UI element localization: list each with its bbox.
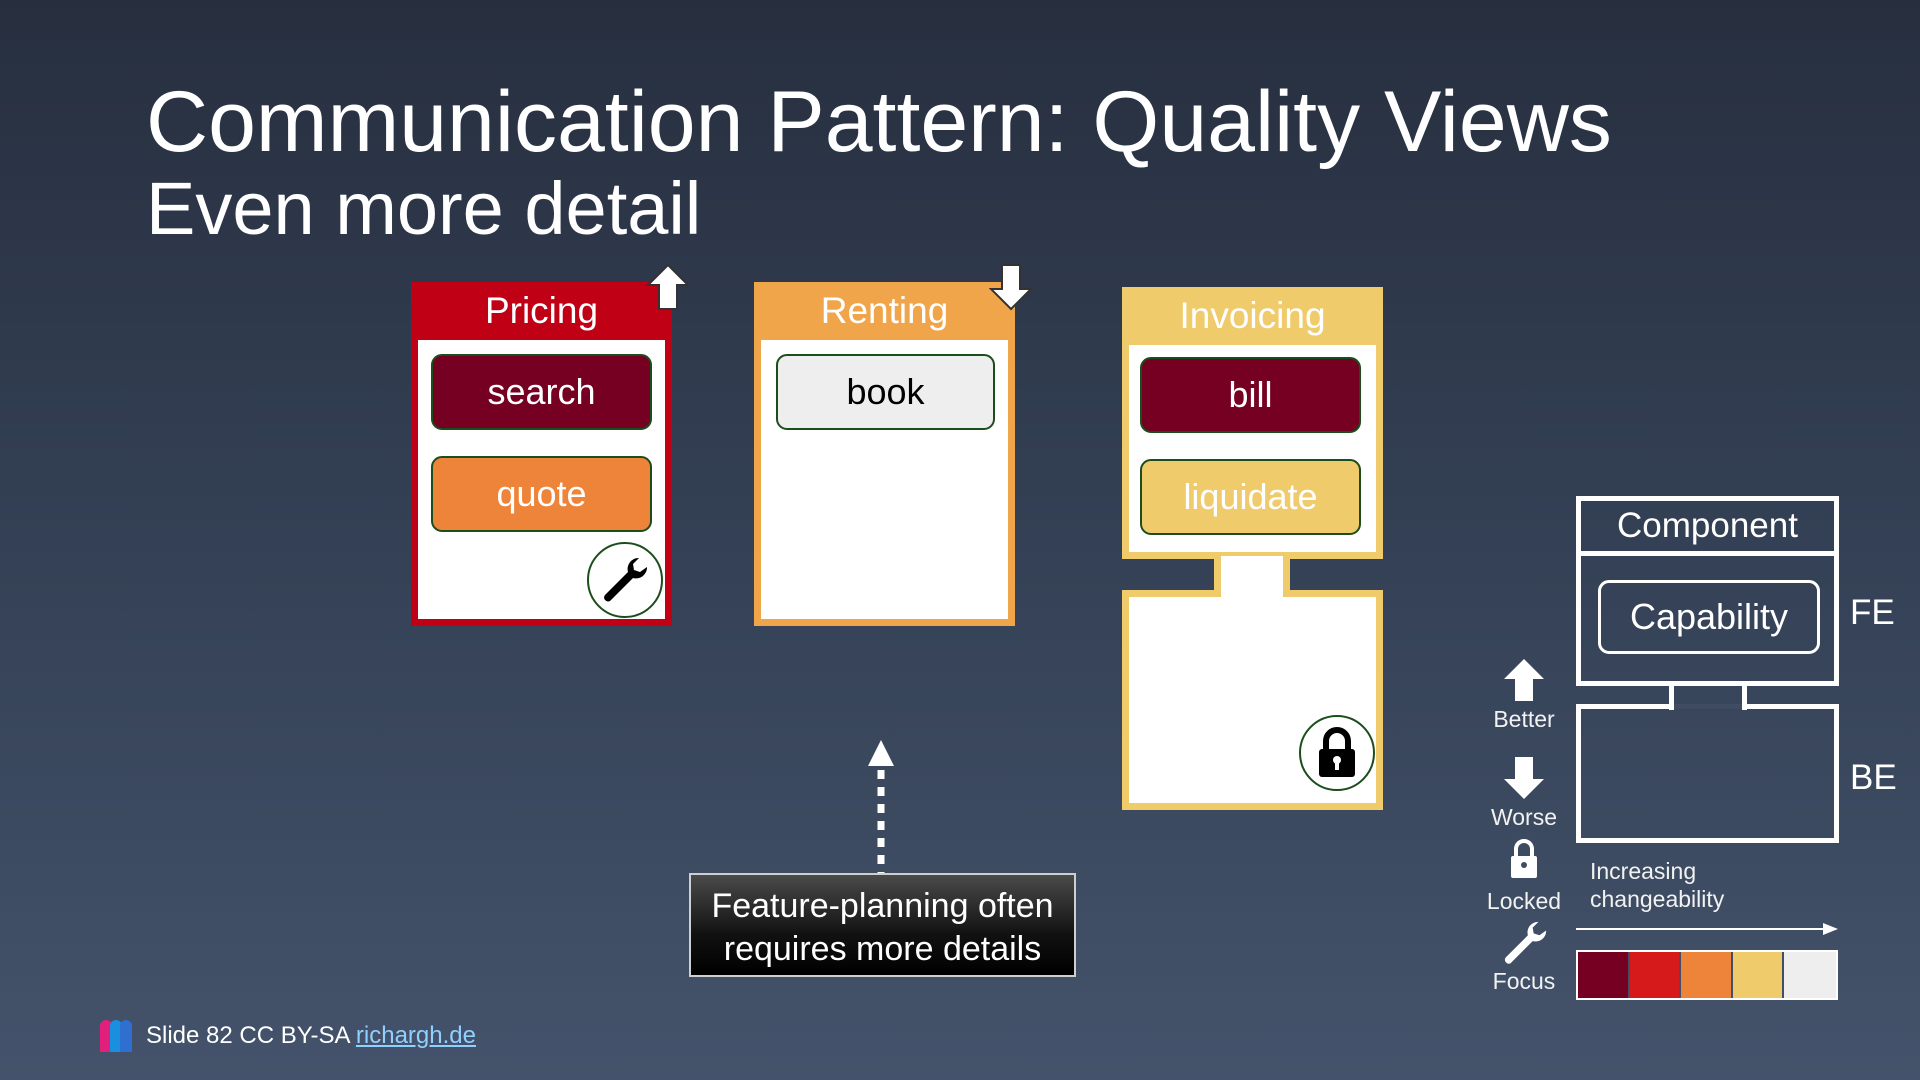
invoicing-connector [1214, 556, 1290, 596]
legend-component-label: Component [1581, 501, 1834, 556]
legend-connector [1669, 684, 1747, 710]
legend-wrench-icon [1500, 918, 1550, 973]
legend-worse-icon [1502, 755, 1546, 806]
legend-backend-gap [1674, 704, 1742, 709]
slide-title: Communication Pattern: Quality Views [146, 74, 1612, 170]
legend-better-label: Better [1493, 706, 1555, 732]
component-pricing: Pricing search quote [411, 282, 672, 626]
legend-lock-icon [1508, 838, 1540, 885]
capability-quote: quote [431, 456, 652, 532]
be-label: BE [1850, 758, 1897, 797]
scale-swatch [1784, 952, 1836, 998]
scale-swatch [1629, 952, 1680, 998]
lock-icon [1299, 715, 1375, 791]
callout-text: Feature-planning often requires more det… [711, 887, 1054, 968]
component-renting-name: Renting [820, 290, 949, 331]
footer: Slide 82 CC BY-SA richargh.de [146, 1022, 476, 1050]
wrench-icon [587, 542, 663, 618]
scale-swatch [1732, 952, 1783, 998]
component-invoicing-backend [1122, 590, 1383, 810]
legend-component: Component Capability [1576, 496, 1839, 686]
component-renting: Renting book [754, 282, 1015, 626]
capability-book: book [776, 354, 995, 430]
callout-box: Feature-planning often requires more det… [689, 873, 1076, 977]
component-pricing-name: Pricing [484, 290, 599, 331]
legend-capability: Capability [1598, 580, 1820, 654]
better-arrow-icon [645, 263, 691, 316]
legend-better-icon [1502, 657, 1546, 708]
capability-search: search [431, 354, 652, 430]
scale-swatch [1681, 952, 1731, 998]
legend-scale-label: Increasing changeability [1590, 858, 1725, 912]
legend-worse-label: Worse [1490, 804, 1558, 830]
dotted-arrow [866, 738, 896, 879]
legend-scale-arrow [1576, 920, 1838, 943]
fe-label: FE [1850, 593, 1895, 632]
worse-arrow-icon [988, 263, 1034, 316]
footer-link[interactable]: richargh.de [355, 1022, 476, 1049]
legend-locked-label: Locked [1486, 888, 1562, 914]
slide-subtitle: Even more detail [146, 167, 702, 250]
legend-color-scale [1576, 950, 1838, 1000]
capability-bill: bill [1140, 357, 1361, 433]
capability-liquidate: liquidate [1140, 459, 1361, 535]
scale-swatch [1578, 952, 1628, 998]
footer-slide-text: Slide 82 CC BY-SA [146, 1022, 350, 1049]
component-invoicing-name: Invoicing [1179, 295, 1326, 336]
component-invoicing: Invoicing bill liquidate [1122, 287, 1383, 559]
legend-focus-label: Focus [1492, 968, 1556, 994]
legend-backend [1576, 704, 1839, 843]
footer-logo [98, 1018, 134, 1057]
